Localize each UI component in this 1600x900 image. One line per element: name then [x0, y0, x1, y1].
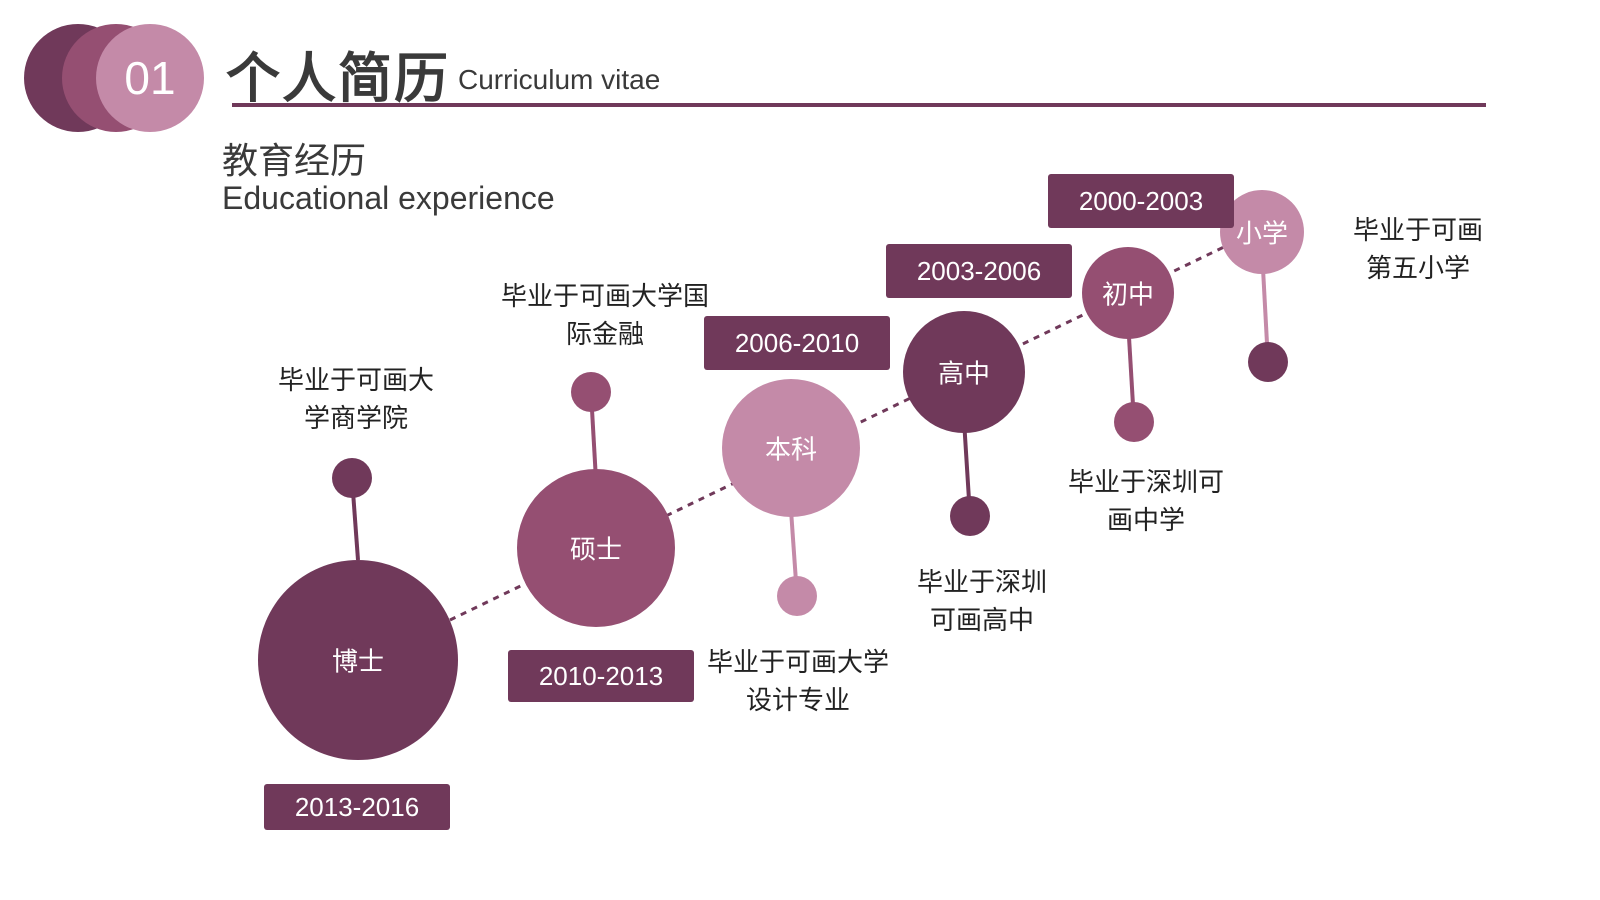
description-line: 第五小学 [1365, 254, 1471, 284]
description-middleschool: 毕业于深圳可 画中学 [1068, 464, 1224, 540]
year-badge-bachelor: 2006-2010 [704, 316, 890, 370]
section-title: 教育经历 [222, 141, 367, 182]
node-label-highschool: 高中 [937, 359, 991, 390]
description-line: 毕业于深圳 [916, 568, 1048, 598]
page-title: 个人简历 [226, 47, 450, 110]
page-title-english: Curriculum vitae [458, 64, 661, 95]
node-phd [258, 560, 458, 760]
description-master: 毕业于可画大学国 际金融 [501, 278, 709, 354]
description-line: 毕业于深圳可 [1067, 468, 1225, 498]
section-title-english: Educational experience [222, 180, 555, 216]
description-line: 毕业于可画 [1352, 216, 1484, 246]
dot-middleschool [1114, 402, 1154, 442]
node-label-middleschool: 初中 [1101, 280, 1155, 311]
dot-phd [332, 458, 372, 498]
description-line: 毕业于可画大学国 [500, 282, 710, 312]
node-label-master: 硕士 [569, 535, 623, 566]
node-master [517, 469, 675, 627]
node-label-bachelor: 本科 [764, 435, 818, 466]
description-line: 学商学院 [303, 404, 409, 434]
description-line: 画中学 [1106, 506, 1186, 536]
description-phd: 毕业于可画大 学商学院 [278, 362, 434, 438]
node-highschool [903, 311, 1025, 433]
node-label-primary: 小学 [1235, 219, 1289, 250]
node-bachelor [722, 379, 860, 517]
description-highschool: 毕业于深圳 可画高中 [917, 564, 1047, 640]
description-line: 际金融 [565, 320, 645, 350]
description-line: 毕业于可画大学 [706, 648, 890, 678]
dot-master [571, 372, 611, 412]
node-label-phd: 博士 [331, 647, 385, 678]
node-middleschool [1082, 247, 1174, 339]
year-badge-highschool: 2003-2006 [886, 244, 1072, 298]
year-badge-middleschool: 2000-2003 [1048, 174, 1234, 228]
dot-bachelor [777, 576, 817, 616]
description-line: 可画高中 [929, 606, 1035, 636]
year-badge-master: 2010-2013 [508, 650, 694, 702]
description-primary: 毕业于可画 第五小学 [1353, 212, 1483, 288]
dot-primary [1248, 342, 1288, 382]
dot-highschool [950, 496, 990, 536]
description-bachelor: 毕业于可画大学 设计专业 [707, 644, 889, 720]
description-line: 设计专业 [745, 686, 851, 716]
title-underline [232, 103, 1486, 107]
node-primary [1220, 190, 1304, 274]
year-badge-phd: 2013-2016 [264, 784, 450, 830]
header-circle-light [96, 24, 204, 132]
description-line: 毕业于可画大 [277, 366, 435, 396]
section-number: 01 [124, 52, 176, 104]
